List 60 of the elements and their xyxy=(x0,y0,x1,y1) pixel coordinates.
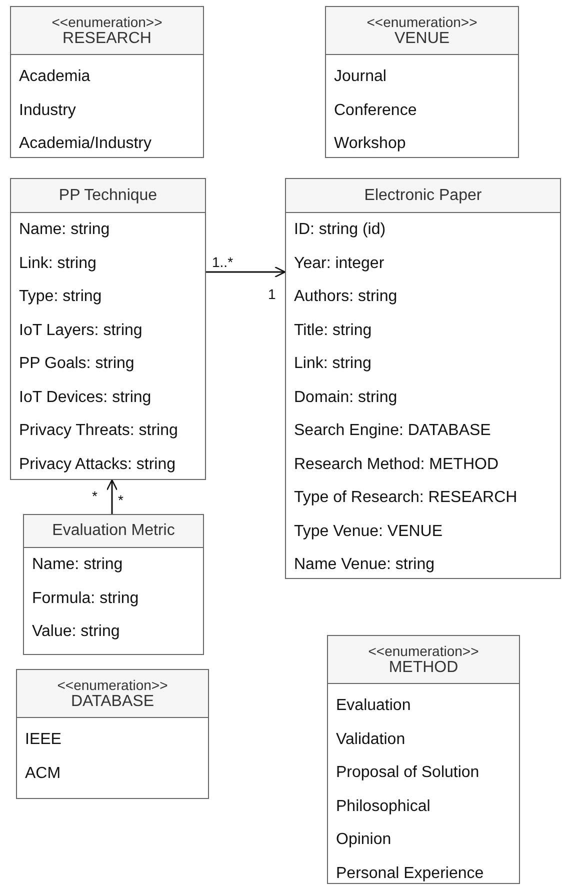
attribute-text: IoT Devices: string xyxy=(18,388,152,408)
attribute-text: Research Method: METHOD xyxy=(293,454,500,474)
attribute-text: Authors: string xyxy=(293,287,398,307)
attribute-text: ID: string (id) xyxy=(293,220,387,240)
multiplicity-label: * xyxy=(118,492,124,508)
class-name: VENUE xyxy=(393,30,451,48)
enum-literal: Evaluation xyxy=(335,696,412,716)
enum-literal: Journal xyxy=(333,67,388,87)
attribute-text: Title: string xyxy=(293,320,373,340)
attribute-text: Link: string xyxy=(18,254,98,274)
attribute-text: Type Venue: VENUE xyxy=(293,522,444,542)
attribute-text: Link: string xyxy=(293,354,372,374)
association-arrow xyxy=(106,479,118,514)
enum-literal: Philosophical xyxy=(335,796,432,816)
attribute-text: Year: integer xyxy=(293,254,386,274)
enum-literal: Conference xyxy=(333,100,418,120)
class-box xyxy=(23,514,204,655)
attribute-text: Value: string xyxy=(31,622,121,642)
stereotype-label: <<enumeration>> xyxy=(50,14,164,30)
class-name: Evaluation Metric xyxy=(51,522,176,540)
attribute-text: Name Venue: string xyxy=(293,555,436,575)
attribute-text: PP Goals: string xyxy=(18,354,136,374)
attribute-text: Formula: string xyxy=(31,588,140,608)
class-box xyxy=(325,6,519,158)
class-name: PP Technique xyxy=(58,186,158,204)
enum-literal: Industry xyxy=(18,100,77,120)
multiplicity-label: 1..* xyxy=(212,254,234,270)
class-name: DATABASE xyxy=(70,692,155,710)
attribute-text: Privacy Attacks: string xyxy=(18,454,176,474)
enum-literal: Personal Experience xyxy=(335,864,485,884)
class-box xyxy=(10,6,204,158)
enum-literal: IEEE xyxy=(24,730,62,750)
enum-literal: ACM xyxy=(24,764,62,784)
stereotype-label: <<enumeration>> xyxy=(366,14,478,30)
attribute-text: Search Engine: DATABASE xyxy=(293,421,492,441)
attribute-text: Privacy Threats: string xyxy=(18,421,179,441)
attribute-text: Name: string xyxy=(31,555,124,575)
multiplicity-label: * xyxy=(92,488,98,504)
class-box xyxy=(16,669,209,799)
enum-literal: Academia xyxy=(18,67,92,87)
class-name: METHOD xyxy=(388,658,460,676)
stereotype-label: <<enumeration>> xyxy=(56,676,169,692)
class-box xyxy=(327,635,520,884)
class-name: Electronic Paper xyxy=(363,186,483,204)
attribute-text: Type: string xyxy=(18,287,103,307)
enum-literal: Proposal of Solution xyxy=(335,763,480,783)
multiplicity-label: 1 xyxy=(268,286,276,302)
enum-literal: Academia/Industry xyxy=(18,134,153,154)
attribute-text: IoT Layers: string xyxy=(18,320,144,340)
class-box xyxy=(10,178,206,480)
attribute-text: Domain: string xyxy=(293,388,398,408)
attribute-text: Name: string xyxy=(18,220,111,240)
enum-literal: Opinion xyxy=(335,830,392,850)
class-name: RESEARCH xyxy=(62,30,152,48)
attribute-text: Type of Research: RESEARCH xyxy=(293,488,518,508)
stereotype-label: <<enumeration>> xyxy=(367,642,480,658)
association-arrow xyxy=(206,266,286,278)
class-box xyxy=(285,178,561,579)
enum-literal: Workshop xyxy=(333,134,407,154)
enum-literal: Validation xyxy=(335,730,406,750)
